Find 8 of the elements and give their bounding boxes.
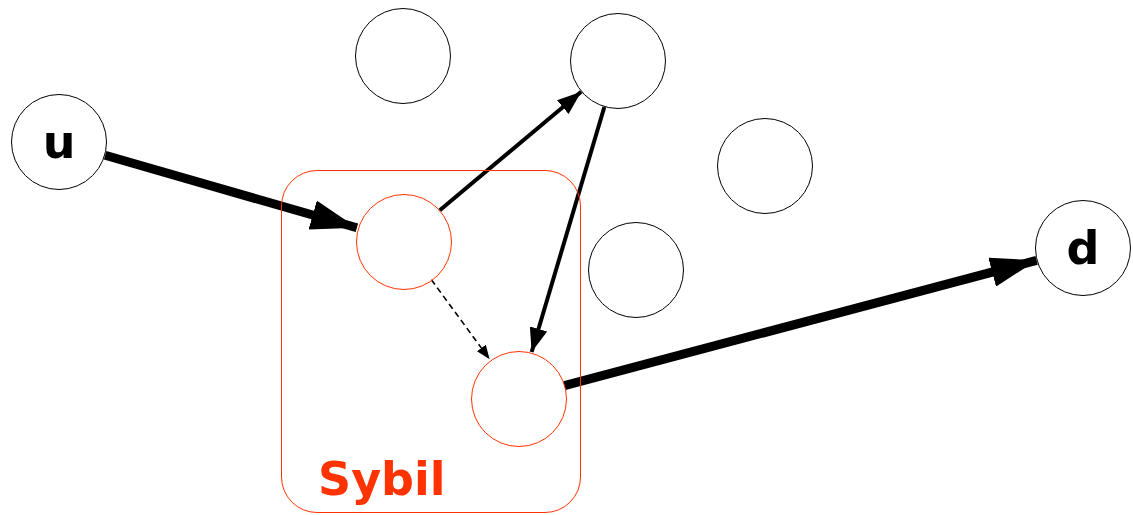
node-label: d	[1066, 225, 1100, 271]
arrow	[103, 150, 359, 233]
group-box	[281, 170, 581, 513]
arrow	[438, 90, 583, 212]
arrow	[529, 106, 607, 353]
arrow	[430, 278, 491, 361]
node-label: u	[42, 119, 76, 165]
arrow	[563, 255, 1038, 391]
